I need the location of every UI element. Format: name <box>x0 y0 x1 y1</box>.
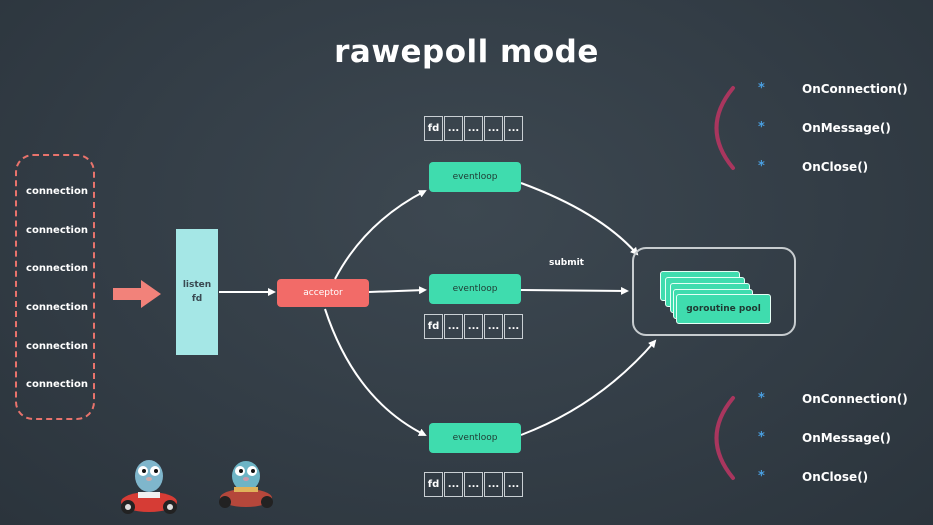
callback-on-connection: OnConnection() <box>802 82 908 96</box>
listen-fd-box: listen fd <box>176 229 218 355</box>
input-arrow-icon <box>113 280 161 308</box>
fd-cell: ... <box>464 472 483 497</box>
bullet-icon: * <box>758 430 765 445</box>
fd-queue: fd ... ... ... ... <box>424 472 524 497</box>
gopher-kart-icon <box>219 461 273 508</box>
fd-cell: fd <box>424 116 443 141</box>
connection-label: connection <box>26 302 88 313</box>
fd-cell: ... <box>504 472 523 497</box>
bullet-icon: * <box>758 120 765 135</box>
connection-label: connection <box>26 225 88 236</box>
acceptor-box: acceptor <box>277 279 369 307</box>
fd-cell: ... <box>504 116 523 141</box>
fd-cell: ... <box>444 314 463 339</box>
eventloop-box: eventloop <box>429 423 521 453</box>
eventloop-box: eventloop <box>429 162 521 192</box>
callback-on-message: OnMessage() <box>802 121 891 135</box>
eventloop-3-to-pool-arrow <box>520 339 657 436</box>
fd-cell: ... <box>444 116 463 141</box>
callback-on-close: OnClose() <box>802 160 869 174</box>
gopher-racecar-icon <box>121 460 177 514</box>
acceptor-to-eventloop-2-arrow <box>368 286 427 295</box>
submit-label: submit <box>549 258 584 268</box>
bullet-icon: * <box>758 81 765 96</box>
fd-cell: ... <box>484 472 503 497</box>
callback-on-close: OnClose() <box>802 470 869 484</box>
connection-label: connection <box>26 186 88 197</box>
fd-cell: ... <box>444 472 463 497</box>
connection-label: connection <box>26 341 88 352</box>
fd-label: fd <box>191 294 203 304</box>
goroutine-pool-box: goroutine pool <box>676 294 771 324</box>
bullet-icon: * <box>758 469 765 484</box>
fd-cell: ... <box>464 314 483 339</box>
fd-queue: fd ... ... ... ... <box>424 314 524 339</box>
callback-on-message: OnMessage() <box>802 431 891 445</box>
fd-queue: fd ... ... ... ... <box>424 116 524 141</box>
callback-bracket-bottom <box>714 396 735 480</box>
bullet-icon: * <box>758 159 765 174</box>
bullet-icon: * <box>758 391 765 406</box>
eventloop-box: eventloop <box>429 274 521 304</box>
callback-bracket-top <box>714 86 735 170</box>
fd-cell: fd <box>424 314 443 339</box>
diagram-title: rawepoll mode <box>334 34 599 70</box>
fd-cell: ... <box>484 314 503 339</box>
goroutine-pool-container <box>632 247 796 336</box>
fd-cell: ... <box>504 314 523 339</box>
eventloop-1-to-pool-arrow <box>520 182 639 256</box>
callback-on-connection: OnConnection() <box>802 392 908 406</box>
listen-label: listen <box>182 280 212 290</box>
fd-cell: fd <box>424 472 443 497</box>
eventloop-to-pool-arrow <box>520 286 629 295</box>
acceptor-to-eventloop-3-arrow <box>324 308 427 436</box>
connection-label: connection <box>26 379 88 390</box>
acceptor-to-eventloop-1-arrow <box>334 190 427 280</box>
fd-cell: ... <box>484 116 503 141</box>
connection-label: connection <box>26 263 88 274</box>
fd-cell: ... <box>464 116 483 141</box>
connection-group <box>15 154 95 420</box>
